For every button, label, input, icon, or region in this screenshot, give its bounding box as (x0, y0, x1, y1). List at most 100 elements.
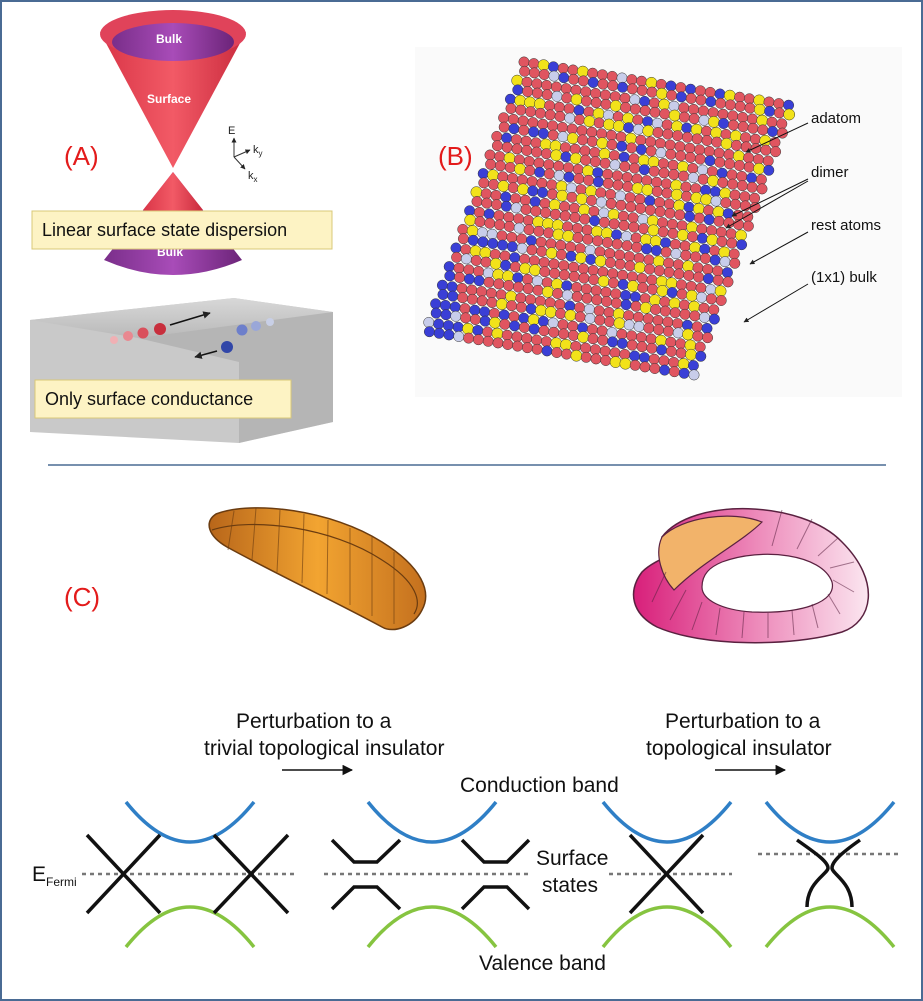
atom (760, 144, 772, 156)
atom (629, 162, 641, 174)
atom (557, 131, 569, 143)
atom (447, 290, 459, 302)
band-diagram-3 (601, 800, 733, 949)
atom (451, 251, 463, 263)
atom (566, 191, 578, 203)
atom (573, 173, 585, 185)
atom (469, 314, 481, 325)
atom (471, 196, 483, 207)
atom (736, 180, 748, 192)
atom (619, 161, 631, 172)
atom (483, 208, 495, 220)
atom (695, 282, 707, 294)
atom (690, 192, 703, 204)
atom (572, 232, 584, 244)
atom (693, 212, 705, 224)
atom (510, 193, 522, 205)
valence-band-arc (601, 905, 733, 949)
atom (624, 192, 636, 204)
atom (656, 285, 669, 297)
atom (685, 83, 697, 95)
atom (725, 228, 737, 240)
atom (672, 318, 684, 330)
atom (693, 271, 705, 283)
atom (602, 168, 614, 180)
atom (632, 123, 644, 135)
atom (444, 270, 456, 282)
panel-a-label: (A) (64, 141, 99, 171)
atom (517, 183, 529, 196)
atom (500, 191, 512, 203)
atom (695, 350, 707, 362)
atom (532, 284, 544, 296)
atom (763, 164, 775, 176)
atom (598, 216, 610, 228)
atom (437, 289, 449, 300)
atom (558, 269, 570, 281)
atom (596, 69, 608, 81)
atom (681, 190, 693, 202)
atom (543, 168, 555, 180)
perturb-right-line2: topological insulator (646, 737, 832, 760)
atom (479, 315, 491, 327)
atom (531, 78, 543, 90)
atom (645, 333, 657, 345)
atom (580, 86, 592, 98)
atom (534, 107, 546, 119)
atom (581, 292, 593, 304)
atom (577, 134, 589, 146)
atom (479, 306, 491, 318)
atom (610, 297, 622, 309)
atom (477, 168, 489, 180)
atom (632, 311, 644, 323)
atom (450, 242, 462, 254)
atom (486, 228, 498, 240)
atom (506, 241, 518, 253)
atom (620, 230, 632, 242)
atom (717, 177, 729, 188)
atom (531, 275, 543, 287)
atom (679, 240, 691, 252)
atom (628, 153, 640, 165)
atom (642, 313, 654, 325)
atom (512, 272, 524, 284)
atom (688, 369, 700, 381)
atom (544, 306, 557, 318)
atom (651, 176, 663, 188)
atom (589, 215, 601, 227)
atom (643, 322, 655, 334)
atom (698, 302, 710, 314)
atom (536, 246, 548, 257)
atom (565, 250, 577, 262)
atom (453, 262, 465, 274)
gapped-surface-state (330, 885, 402, 911)
atom (446, 281, 458, 293)
atom (635, 134, 647, 146)
atom (586, 126, 598, 138)
atom (648, 353, 660, 365)
atom (516, 233, 528, 245)
atom (698, 114, 710, 126)
atom (579, 145, 591, 157)
atom (522, 214, 534, 226)
atom (639, 302, 652, 314)
atom (684, 152, 696, 163)
atom (535, 304, 547, 317)
atom (599, 89, 611, 101)
atom (654, 206, 666, 218)
atom (770, 146, 782, 158)
atom (629, 103, 641, 115)
atom (700, 193, 713, 206)
cone-upper-label: Bulk (156, 32, 182, 46)
atom (684, 142, 696, 154)
atom (660, 246, 672, 258)
atom (617, 279, 629, 290)
atom (662, 128, 674, 140)
atom (713, 215, 725, 227)
atom (565, 241, 577, 253)
atom (591, 294, 603, 306)
atom (561, 289, 573, 301)
atom (589, 344, 601, 356)
gapped-surface-state (460, 838, 531, 864)
atom (628, 221, 640, 233)
